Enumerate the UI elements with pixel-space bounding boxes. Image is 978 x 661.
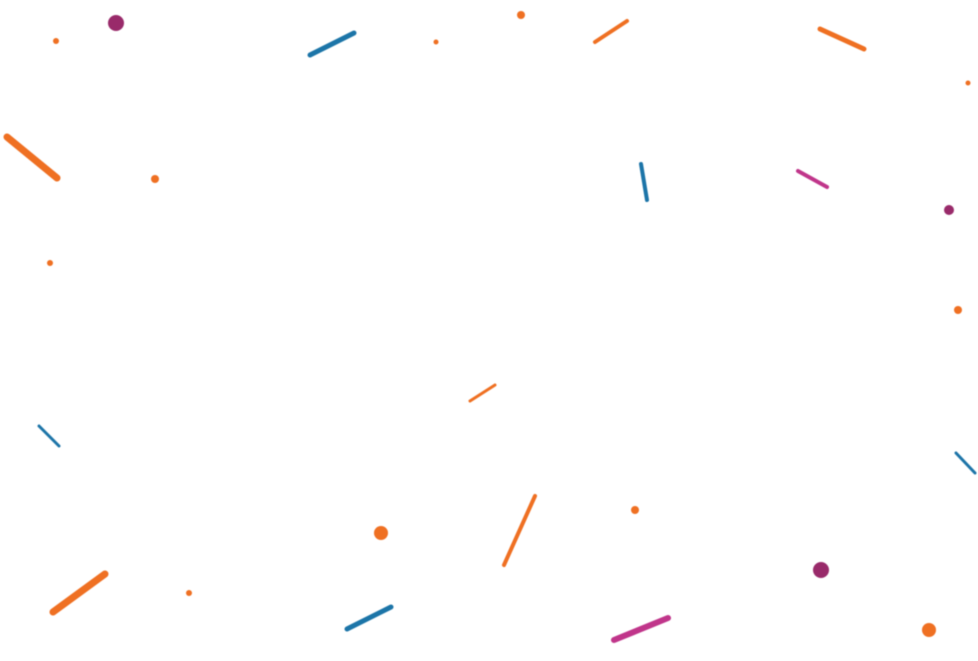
confetti-dot	[631, 506, 639, 514]
confetti-dot	[151, 175, 159, 183]
confetti-dot	[944, 205, 954, 215]
confetti-streak	[344, 604, 394, 632]
confetti-dot	[965, 80, 971, 86]
confetti-dot	[53, 38, 59, 44]
confetti-streak	[307, 30, 357, 58]
confetti-dot	[108, 15, 124, 31]
confetti-streak	[817, 26, 867, 52]
confetti-dot	[47, 260, 53, 266]
confetti-streak	[3, 133, 61, 182]
confetti-dot	[922, 623, 936, 637]
confetti-dot	[433, 39, 439, 45]
confetti-streak	[37, 424, 61, 448]
confetti-streak	[611, 615, 671, 643]
confetti-dot	[186, 590, 192, 596]
confetti-streak	[593, 19, 629, 44]
confetti-dot	[374, 526, 388, 540]
confetti-streak	[954, 451, 977, 475]
confetti-streak	[49, 570, 109, 616]
confetti-streak	[639, 162, 649, 202]
confetti-dot	[954, 306, 962, 314]
confetti-dot	[813, 562, 829, 578]
confetti-streak	[502, 494, 537, 567]
confetti-streak	[468, 383, 497, 403]
confetti-streak	[796, 169, 829, 189]
confetti-dot	[517, 11, 525, 19]
